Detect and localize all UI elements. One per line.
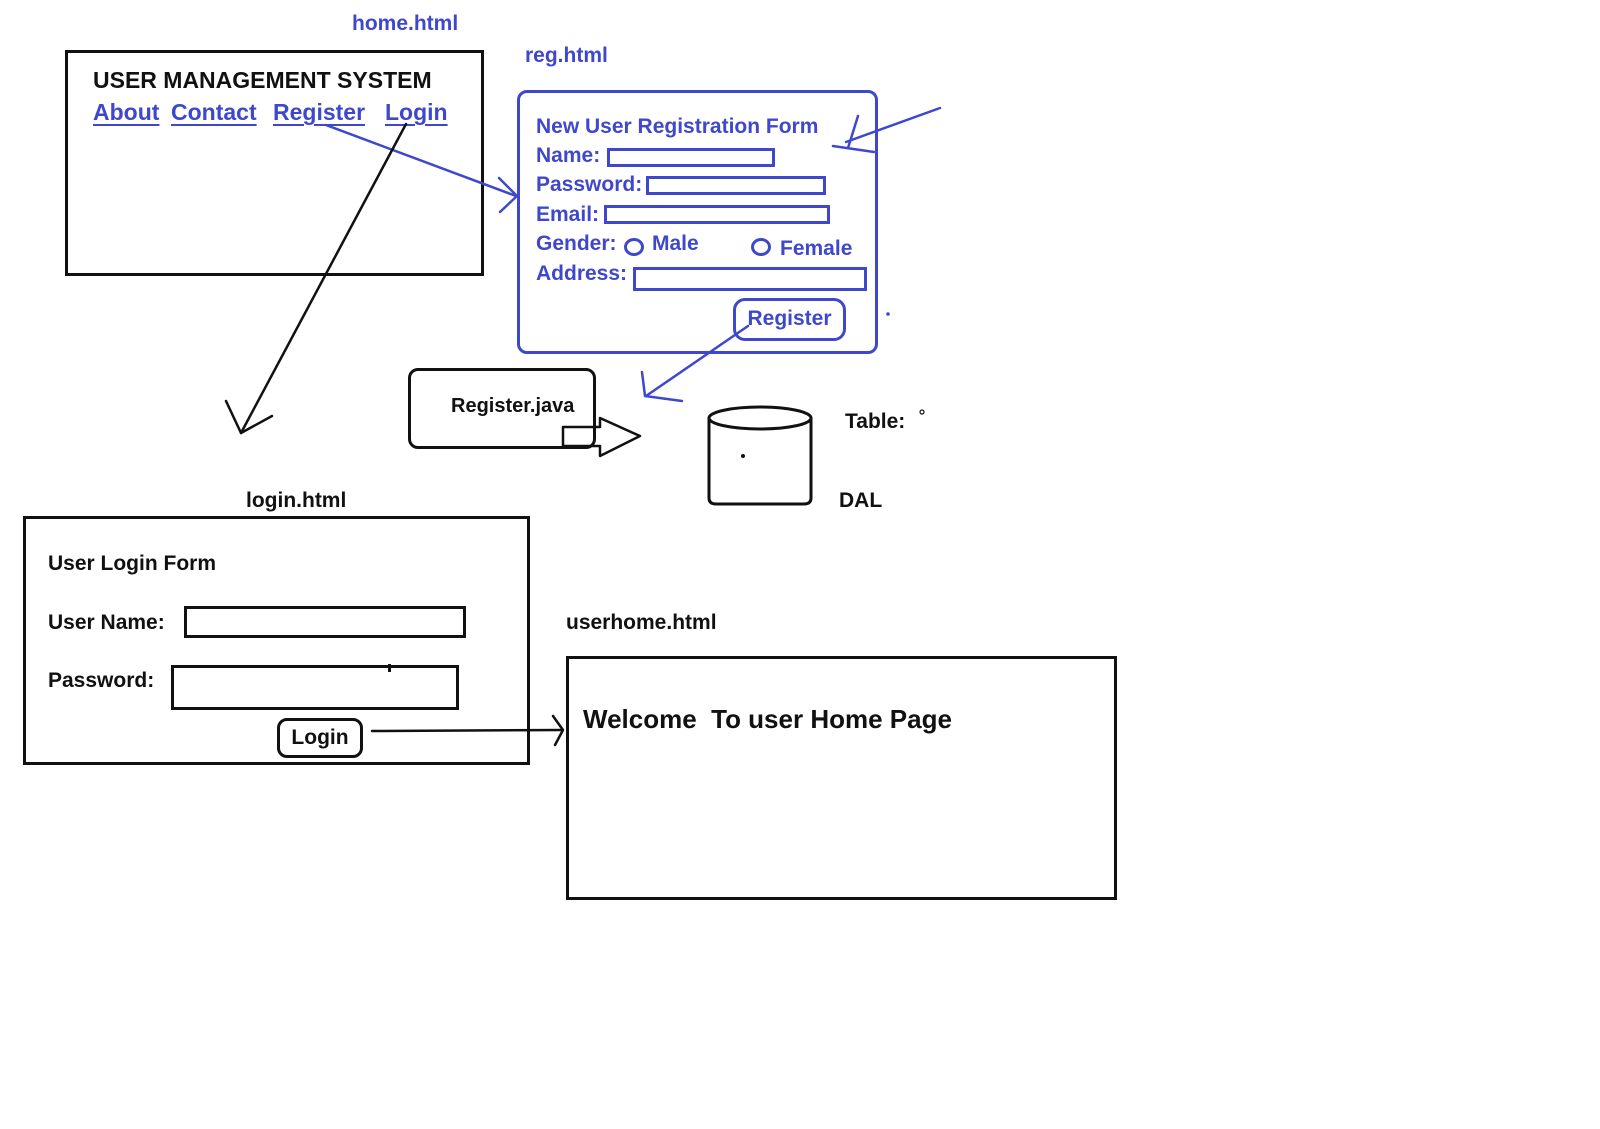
reg-password-input[interactable] [646,176,826,195]
registration-form-title: New User Registration Form [536,115,819,138]
login-password-input[interactable] [171,665,459,710]
reg-name-label: Name: [536,144,601,167]
nav-link-login[interactable]: Login [385,99,448,125]
reg-email-label: Email: [536,203,600,226]
userhome-page-frame: Welcome To user Home Page [566,656,1117,900]
userhome-file-label: userhome.html [566,611,717,634]
login-form-frame: User Login Form User Name: Password: Log… [23,516,530,765]
login-password-label: Password: [48,669,155,692]
login-button[interactable]: Login [277,718,363,758]
gender-female-label: Female [780,237,853,260]
login-file-label: login.html [246,489,347,512]
nav-link-about[interactable]: About [93,99,160,125]
reg-email-input[interactable] [604,205,830,224]
register-servlet-label: Register.java [451,395,575,417]
reg-address-label: Address: [536,262,628,285]
home-title: USER MANAGEMENT SYSTEM [93,67,432,93]
reg-name-input[interactable] [607,148,775,167]
registration-form-frame: New User Registration Form Name: Passwor… [517,90,878,354]
reg-gender-label: Gender: [536,232,617,255]
gender-female-radio[interactable] [751,238,771,256]
login-form-title: User Login Form [48,552,217,575]
gender-male-label: Male [652,232,699,255]
reg-address-input[interactable] [633,267,867,291]
dal-label: DAL [839,489,883,512]
nav-link-contact[interactable]: Contact [171,99,257,125]
reg-file-label: reg.html [525,44,608,67]
login-username-input[interactable] [184,606,466,638]
reg-password-label: Password: [536,173,643,196]
nav-link-register[interactable]: Register [273,99,366,125]
register-button[interactable]: Register [733,298,846,341]
userhome-welcome-text: Welcome To user Home Page [583,704,952,734]
home-page-frame: USER MANAGEMENT SYSTEM About Contact Reg… [65,50,484,276]
table-label: Table: [845,410,906,433]
database-cylinder-icon [707,405,813,506]
home-file-label: home.html [352,12,459,35]
register-servlet-box: Register.java [408,368,596,449]
gender-male-radio[interactable] [624,238,644,256]
login-username-label: User Name: [48,611,165,634]
